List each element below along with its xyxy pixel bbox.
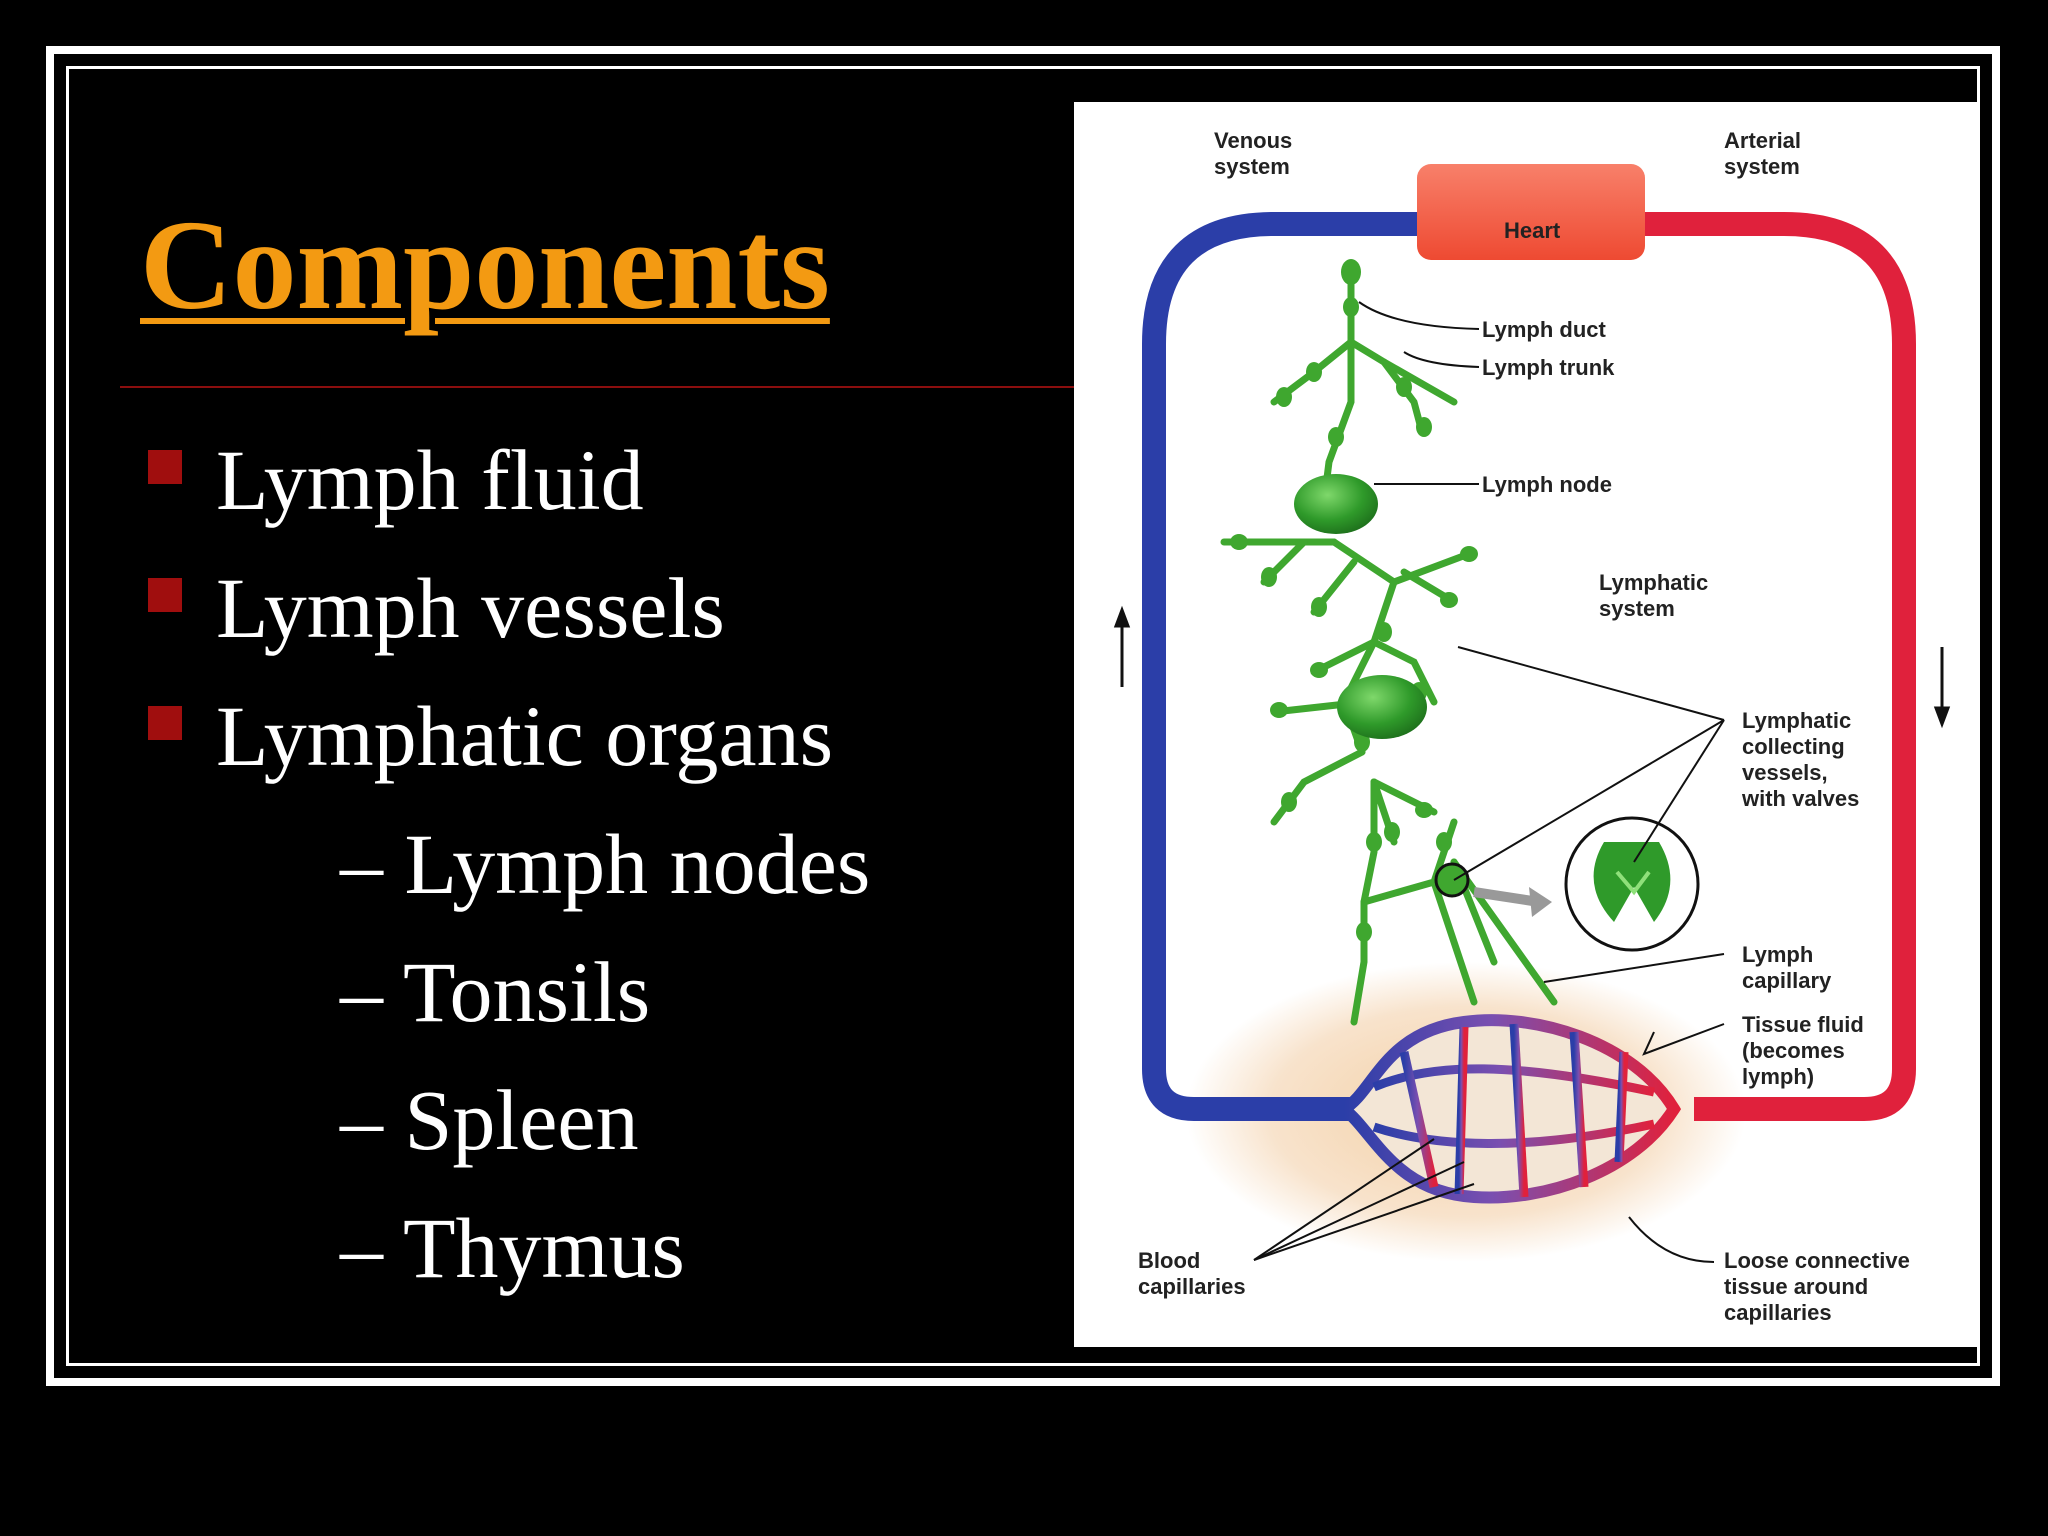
arterial-vessel	[1644, 212, 1916, 1121]
label-arterial-line2: system	[1724, 154, 1800, 179]
label-lymphatic-system-line2: system	[1599, 596, 1675, 621]
bullet-marker	[148, 450, 182, 484]
label-leader-lines	[1253, 301, 1725, 1263]
label-capillary-line2: capillary	[1742, 968, 1832, 993]
magnified-valve-marker	[1434, 862, 1470, 898]
valve-detail-shape	[1593, 842, 1671, 922]
label-collecting-line1: Lymphatic	[1742, 708, 1851, 733]
label-collecting-line4: with valves	[1741, 786, 1859, 811]
lymphatic-system-diagram: Venous system Arterial system Heart Lymp…	[1074, 102, 1980, 1347]
sub-bullet-text: – Tonsils	[340, 944, 651, 1040]
diagram-labels: Venous system Arterial system Heart Lymp…	[1138, 128, 1910, 1325]
sub-bullet-text: – Spleen	[340, 1072, 639, 1168]
bullet-text: Lymph fluid	[216, 432, 644, 528]
label-collecting-line2: collecting	[1742, 734, 1845, 759]
bullet-marker	[148, 578, 182, 612]
title-divider	[120, 386, 1120, 388]
valve-flap-icon	[1615, 870, 1651, 896]
label-loose-tissue-line3: capillaries	[1724, 1300, 1832, 1325]
label-heart: Heart	[1504, 218, 1561, 243]
label-loose-tissue-line1: Loose connective	[1724, 1248, 1910, 1273]
label-tissue-fluid-line3: lymph)	[1742, 1064, 1814, 1089]
label-arterial-line1: Arterial	[1724, 128, 1801, 153]
label-tissue-fluid-line2: (becomes	[1742, 1038, 1845, 1063]
bullet-marker	[148, 706, 182, 740]
label-lymph-node: Lymph node	[1482, 472, 1612, 497]
lymph-node-lower	[1337, 675, 1427, 739]
venous-vessel	[1142, 212, 1436, 1121]
label-blood-capillaries-line1: Blood	[1138, 1248, 1200, 1273]
flow-arrows	[1113, 605, 1951, 729]
lymph-node-upper	[1294, 474, 1378, 534]
sub-bullet-text: – Lymph nodes	[340, 816, 871, 912]
label-venous-line1: Venous	[1214, 128, 1292, 153]
sub-bullet-text: – Thymus	[340, 1200, 685, 1296]
slide-outer-border	[46, 46, 2000, 1386]
lymph-vessel-network	[1220, 273, 1558, 1026]
slide-title: Components	[140, 194, 830, 336]
bullet-text: Lymphatic organs	[216, 688, 834, 784]
label-tissue-fluid-line1: Tissue fluid	[1742, 1012, 1864, 1037]
label-collecting-line3: vessels,	[1742, 760, 1828, 785]
heart-shape	[1417, 164, 1645, 260]
label-lymphatic-system-line1: Lymphatic	[1599, 570, 1708, 595]
label-lymph-duct: Lymph duct	[1482, 317, 1607, 342]
label-loose-tissue-line2: tissue around	[1724, 1274, 1868, 1299]
blood-capillary-bed	[1333, 1014, 1682, 1204]
label-blood-capillaries-line2: capillaries	[1138, 1274, 1246, 1299]
label-lymph-trunk: Lymph trunk	[1482, 355, 1615, 380]
label-venous-line2: system	[1214, 154, 1290, 179]
magnify-arrow-icon	[1473, 887, 1540, 907]
magnify-arrowhead-icon	[1529, 887, 1552, 917]
label-capillary-line1: Lymph	[1742, 942, 1813, 967]
bullet-text: Lymph vessels	[216, 560, 725, 656]
